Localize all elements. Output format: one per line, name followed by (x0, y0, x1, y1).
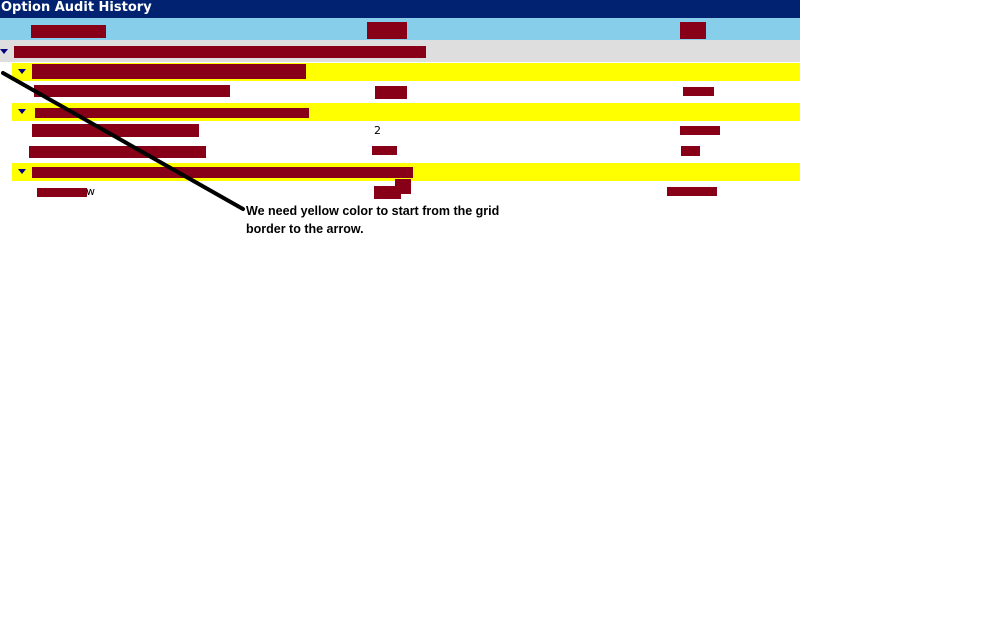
redacted-cell (680, 126, 720, 135)
redacted-cell (395, 179, 411, 194)
redacted-subgroup-label (32, 64, 306, 79)
collapse-arrow-icon[interactable] (0, 49, 8, 54)
redacted-cell (372, 146, 397, 155)
row-text-fragment: w (86, 185, 95, 198)
redacted-group-label (14, 46, 426, 58)
window-title: Option Audit History (0, 0, 800, 18)
redacted-cell (667, 187, 717, 196)
redacted-cell (34, 85, 230, 97)
redacted-cell (681, 146, 700, 156)
collapse-arrow-icon[interactable] (18, 109, 26, 114)
redacted-subgroup-label (35, 108, 309, 118)
redacted-cell (683, 87, 714, 96)
redacted-cell (29, 146, 206, 158)
redacted-cell (375, 86, 407, 99)
redacted-subgroup-label (32, 167, 413, 178)
redacted-header-cell (367, 22, 407, 39)
redacted-cell (374, 186, 401, 199)
collapse-arrow-icon[interactable] (18, 169, 26, 174)
value-fragment: 2 (374, 124, 381, 137)
redacted-header-cell (680, 22, 706, 39)
redacted-cell (32, 124, 199, 137)
redacted-cell (37, 188, 87, 197)
annotation-note: We need yellow color to start from the g… (246, 204, 500, 236)
redacted-header-cell (31, 25, 106, 38)
collapse-arrow-icon[interactable] (18, 69, 26, 74)
